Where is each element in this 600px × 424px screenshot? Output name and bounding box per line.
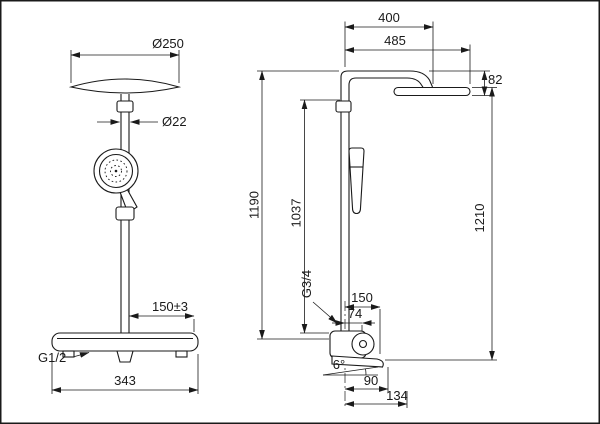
dim-outlet-reach: 90: [344, 367, 389, 393]
overhead-shower-front: [68, 78, 182, 101]
dim-total-height-label: 1210: [472, 204, 487, 233]
mixer-side: [329, 330, 384, 368]
hand-shower-side: [348, 147, 365, 215]
label-hose-thread: G3/4: [299, 270, 338, 324]
dim-outlet-tip-reach-label: 134: [386, 388, 408, 403]
dim-pipe-diameter: Ø22: [97, 114, 187, 129]
hand-shower-front: [93, 148, 139, 221]
front-view: Ø250 Ø22 150±3 G1/2 343: [38, 36, 199, 394]
hose-thread-label: G3/4: [299, 270, 314, 298]
riser-pipe-side: [340, 70, 434, 331]
mixer-front: [51, 332, 199, 363]
angle-annotation: 6°: [322, 357, 379, 376]
dim-head-diameter: Ø250: [70, 36, 184, 83]
dim-total-height: 1210: [385, 87, 497, 361]
dim-mid-height-label: 1037: [289, 199, 304, 228]
dim-head-reach-label: 485: [384, 33, 406, 48]
dim-spout-offset: 74: [332, 306, 375, 331]
shower-head-side: [393, 86, 471, 97]
dim-outlet-tip-reach: 134: [344, 388, 408, 408]
dim-head-drop: 82: [429, 70, 502, 96]
dim-mid-height: 1037: [289, 99, 340, 334]
dim-arm-reach-label: 400: [378, 10, 400, 25]
dim-inlet-offset: 150±3: [129, 299, 195, 332]
dim-pipe-diameter-label: Ø22: [162, 114, 187, 129]
dim-body-width: 343: [51, 354, 199, 394]
dim-arm-reach: 400: [344, 10, 434, 84]
dim-head-drop-label: 82: [488, 72, 502, 87]
dim-outlet-reach-label: 90: [364, 373, 378, 388]
dim-inlet-offset-label: 150±3: [152, 299, 188, 314]
dim-riser-height-label: 1190: [247, 191, 262, 219]
wall-bracket-side: [335, 100, 352, 113]
side-view: 400 485 82 1190 1037: [247, 10, 502, 408]
wall-bracket-front: [116, 100, 134, 113]
spout-angle-label: 6°: [333, 357, 345, 372]
dim-spout-reach: 150: [344, 290, 381, 354]
dim-spout-reach-label: 150: [351, 290, 373, 305]
dim-head-reach: 485: [344, 33, 471, 84]
dim-riser-height: 1190: [247, 70, 339, 340]
dim-spout-offset-label: 74: [348, 306, 362, 321]
dim-body-width-label: 343: [114, 373, 136, 388]
dim-head-diameter-label: Ø250: [152, 36, 184, 51]
